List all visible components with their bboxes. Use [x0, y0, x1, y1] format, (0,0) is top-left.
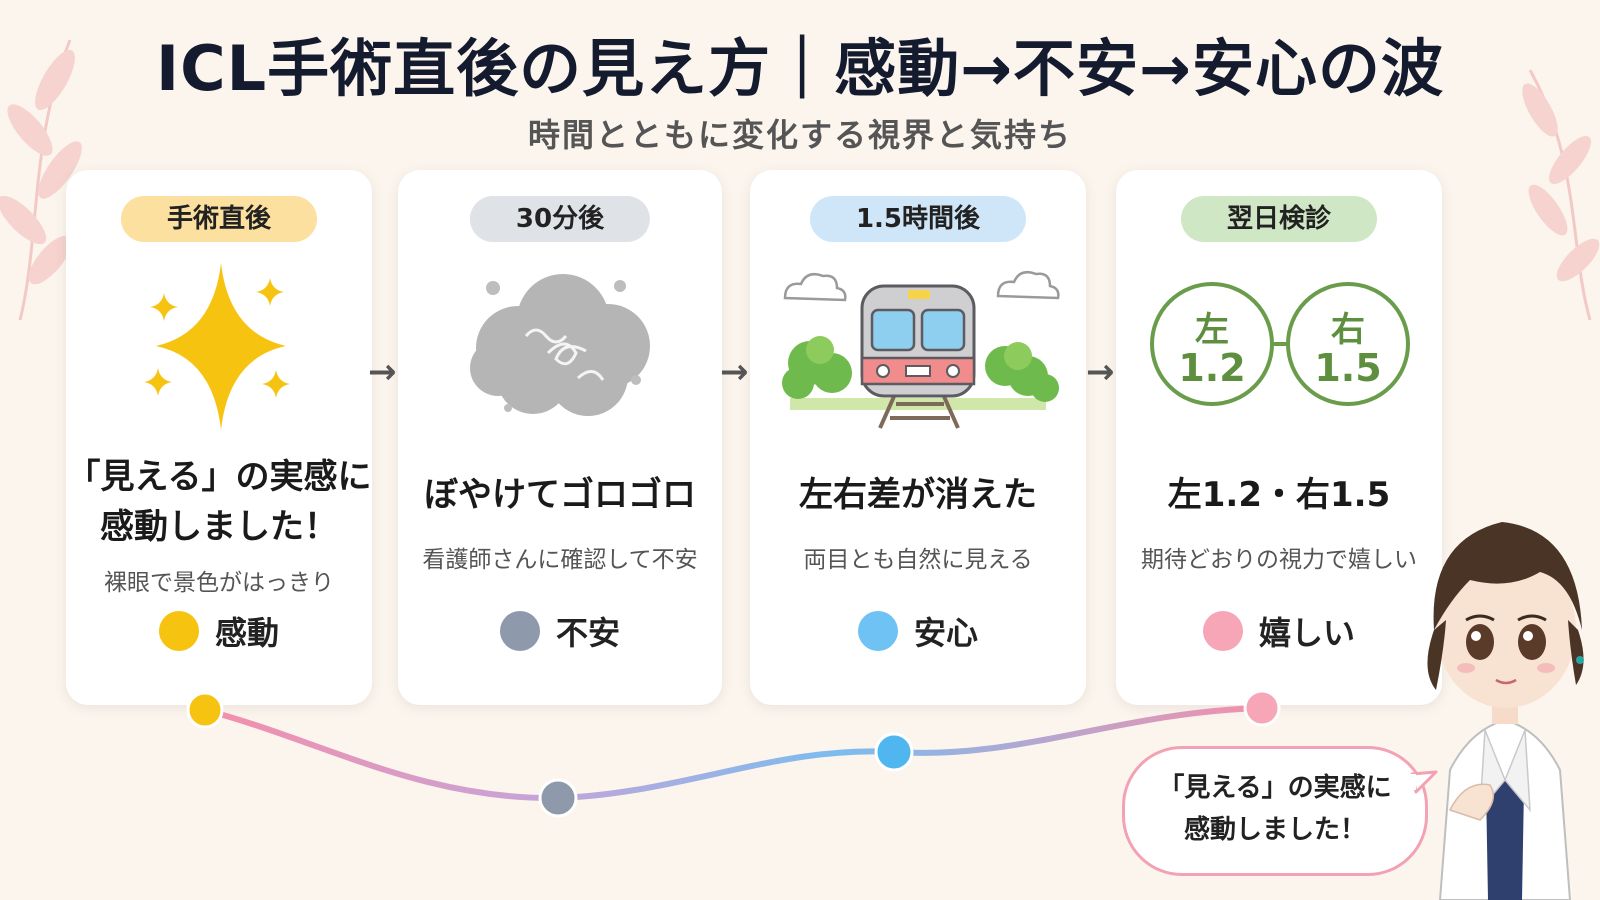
speech-bubble-tail	[1410, 770, 1438, 794]
card-heading-line: 左右差が消えた	[799, 475, 1037, 515]
speech-bubble: 「見える」の実感に 感動しました！	[1122, 746, 1428, 876]
card-heading: 「見える」の実感に 感動しました！	[66, 452, 372, 552]
card-description: 期待どおりの視力で嬉しい	[1141, 547, 1417, 573]
wave-line	[204, 705, 1263, 802]
card-heading-line: 左1.2・右1.5	[1167, 475, 1391, 515]
card-immediately-after: 手術直後 「見える」の実感に 感動しました！ 裸眼で景色がはっきり 感動	[66, 170, 372, 705]
speech-bubble-line: 感動しました！	[1183, 815, 1366, 845]
card-heading-line: 感動しました！	[100, 507, 338, 547]
card-description: 裸眼で景色がはっきり	[104, 570, 334, 596]
card-description: 看護師さんに確認して不安	[422, 547, 698, 573]
time-badge: 手術直後	[120, 196, 318, 242]
eye-chart-circles-icon	[1150, 282, 1410, 406]
right-eye-value: 1.5	[1314, 346, 1382, 390]
emotion-dot	[499, 611, 540, 651]
speech-bubble-text: 「見える」の実感に 感動しました！	[1125, 767, 1425, 851]
right-eye-label: 右	[1331, 310, 1365, 350]
left-eye-label: 左	[1195, 310, 1229, 350]
emotion-indicator: 安心	[750, 608, 1086, 654]
wave-point-ureshii	[1243, 689, 1281, 727]
doctor-character-illustration	[1427, 522, 1584, 900]
emotion-label: 感動	[214, 614, 279, 652]
arrow-icon: →	[720, 352, 749, 392]
wave-point-fuan	[538, 778, 578, 818]
card-heading-line: 「見える」の実感に	[66, 457, 372, 497]
arrow-icon: →	[1086, 352, 1115, 392]
time-badge: 翌日検診	[1180, 196, 1378, 242]
wave-point-kando	[186, 691, 224, 729]
emotion-indicator: 不安	[398, 608, 722, 654]
leaf-decoration-right	[1522, 69, 1600, 320]
emotion-label: 嬉しい	[1258, 614, 1355, 652]
arrow-icon: →	[368, 352, 397, 392]
emotion-dot	[857, 611, 898, 651]
wave-point-anshin	[874, 732, 914, 772]
time-badge: 1.5時間後	[809, 196, 1027, 242]
card-30min-after: 30分後 ぼやけてゴロゴロ 看護師さんに確認して不安 不安	[398, 170, 722, 705]
page-title: ICL手術直後の見え方｜感動→不安→安心の波	[156, 32, 1444, 105]
page-subtitle: 時間とともに変化する視界と気持ち	[527, 116, 1072, 154]
leaf-decoration-left	[0, 39, 82, 320]
train-icon	[782, 271, 1060, 429]
emotion-dot	[1202, 611, 1243, 651]
card-next-day-checkup: 翌日検診 左 1.2 右 1.5 左1.2・右1.5 期待どおりの視力で嬉しい …	[1116, 170, 1442, 705]
emotion-label: 安心	[913, 614, 978, 652]
left-eye-value: 1.2	[1178, 346, 1246, 390]
sparkle-icon	[144, 263, 290, 430]
card-description: 両目とも自然に見える	[803, 547, 1033, 573]
card-1-5h-after: 1.5時間後 左右差が消えた 両目とも自然に見える	[750, 170, 1086, 705]
time-badge: 30分後	[469, 196, 651, 242]
emotion-dot	[158, 611, 199, 651]
card-heading-line: ぼやけてゴロゴロ	[424, 475, 696, 515]
emotion-label: 不安	[555, 614, 620, 652]
fog-cloud-icon	[470, 274, 650, 416]
speech-bubble-line: 「見える」の実感に	[1158, 773, 1392, 803]
card-heading: 左右差が消えた	[750, 470, 1086, 520]
emotion-indicator: 感動	[66, 608, 372, 654]
card-heading: 左1.2・右1.5	[1116, 470, 1442, 520]
card-heading: ぼやけてゴロゴロ	[398, 470, 722, 520]
emotion-indicator: 嬉しい	[1116, 608, 1442, 654]
